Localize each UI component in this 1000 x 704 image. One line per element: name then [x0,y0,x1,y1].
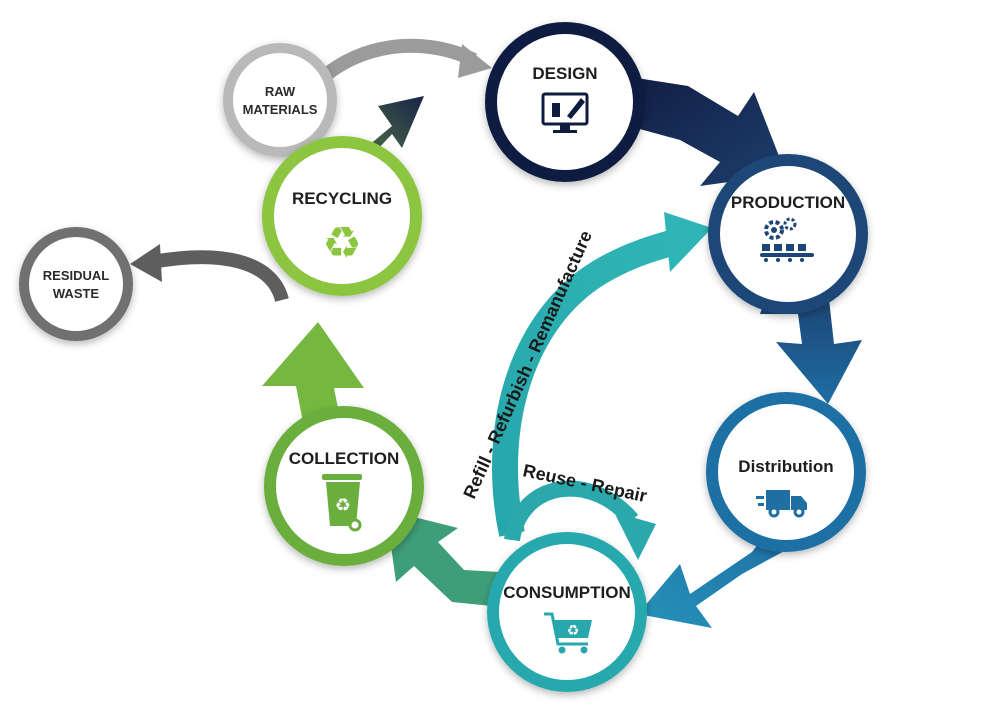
arrow-head-residual-waste [130,244,162,282]
arrow-raw-materials-to-design [306,38,478,93]
consumption-label: CONSUMPTION [503,583,631,602]
raw-materials-label-line2: MATERIALS [243,102,318,117]
svg-text:♻: ♻ [567,623,580,639]
loop-remanufacture-arrowhead [664,212,712,272]
arrow-head-raw-materials [458,44,492,78]
svg-text:♻: ♻ [335,495,351,516]
residual-waste-label-line1: RESIDUAL [43,268,110,283]
recycle-icon: ♻ [322,218,361,269]
arrow-consumption-to-collection [386,510,500,606]
raw-materials-label-line1: RAW [265,84,296,99]
arrow-distribution-to-consumption [638,528,790,628]
residual-waste-node: RESIDUAL WASTE [19,227,133,341]
arrow-design-to-production [624,76,786,186]
distribution-label: Distribution [738,457,833,476]
loop-remanufacture-arrow [492,227,686,537]
distribution-node: Distribution [706,392,866,552]
raw-materials-node: RAW MATERIALS [223,43,337,157]
loop-reuse-repair-arrowhead [614,512,656,560]
collection-label: COLLECTION [289,449,400,468]
design-node: DESIGN [485,22,645,182]
collection-node: COLLECTION ♻ [264,406,424,566]
recycling-node: RECYCLING ♻ [262,136,422,296]
production-label: PRODUCTION [731,193,845,212]
delivery-truck-icon [756,490,807,518]
recycling-label: RECYCLING [292,189,392,208]
residual-waste-label-line2: WASTE [53,286,100,301]
recycling-bin-icon: ♻ [322,474,362,532]
factory-conveyor-icon [760,217,814,262]
production-node: PRODUCTION [708,154,868,314]
consumption-node: CONSUMPTION ♻ [487,532,647,692]
arrow-production-to-distribution [760,284,862,404]
arrow-recycling-to-residual-waste [150,250,289,303]
shopping-cart-recycle-icon: ♻ [544,612,592,654]
computer-brush-icon [541,92,589,133]
loop-reuse-repair-arrow [504,480,639,542]
arrow-collection-to-recycling [262,322,364,428]
design-label: DESIGN [532,64,597,83]
